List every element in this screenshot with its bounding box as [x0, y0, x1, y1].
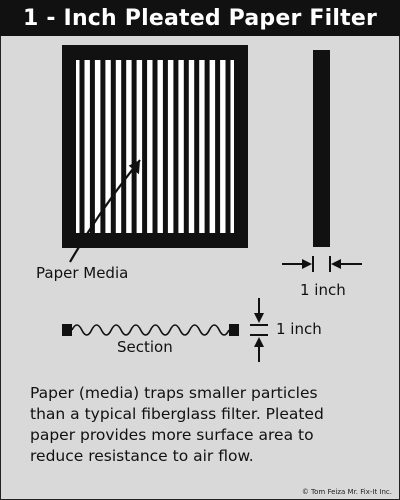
title-bar: 1 - Inch Pleated Paper Filter — [0, 0, 400, 36]
pleat-line — [100, 60, 106, 233]
section-right-end — [229, 324, 239, 336]
pleat-line — [152, 60, 158, 233]
section-left-end — [62, 324, 72, 336]
pleat-line — [142, 60, 148, 233]
section-label: Section — [117, 338, 173, 356]
caption-line: paper provides more surface area to — [30, 426, 314, 444]
pleat-line — [215, 60, 221, 233]
filter-front-view — [62, 45, 248, 248]
pleat-cross-section — [62, 324, 239, 336]
pleat-line — [183, 60, 189, 233]
edge-thickness-label: 1 inch — [300, 281, 346, 299]
pleat-line — [225, 60, 231, 233]
pleat-line — [110, 60, 116, 233]
filter-edge — [313, 50, 330, 247]
pleat-line — [131, 60, 137, 233]
pleat-line — [121, 60, 127, 233]
pleat-line — [204, 60, 210, 233]
caption-line: than a typical fiberglass filter. Pleate… — [30, 405, 324, 423]
caption-line: reduce resistance to air flow. — [30, 447, 254, 465]
paper-media-label: Paper Media — [36, 264, 129, 282]
pleat-line — [79, 60, 85, 233]
pleat-line — [89, 60, 95, 233]
pleat-lines — [79, 60, 231, 233]
section-dimension-arrows — [250, 298, 268, 362]
section-thickness-label: 1 inch — [276, 320, 322, 338]
pleat-wave — [71, 324, 230, 336]
filter-side-view — [313, 50, 330, 247]
pleat-line — [162, 60, 168, 233]
caption: Paper (media) traps smaller particles th… — [30, 383, 390, 467]
caption-line: Paper (media) traps smaller particles — [30, 384, 318, 402]
diagram-title: 1 - Inch Pleated Paper Filter — [23, 5, 377, 31]
edge-dimension-arrows — [282, 256, 362, 272]
pleat-line — [173, 60, 179, 233]
paper-media-arrow — [69, 159, 141, 263]
pleat-line — [194, 60, 200, 233]
credit: © Tom Feiza Mr. Fix-It Inc. — [301, 488, 392, 496]
